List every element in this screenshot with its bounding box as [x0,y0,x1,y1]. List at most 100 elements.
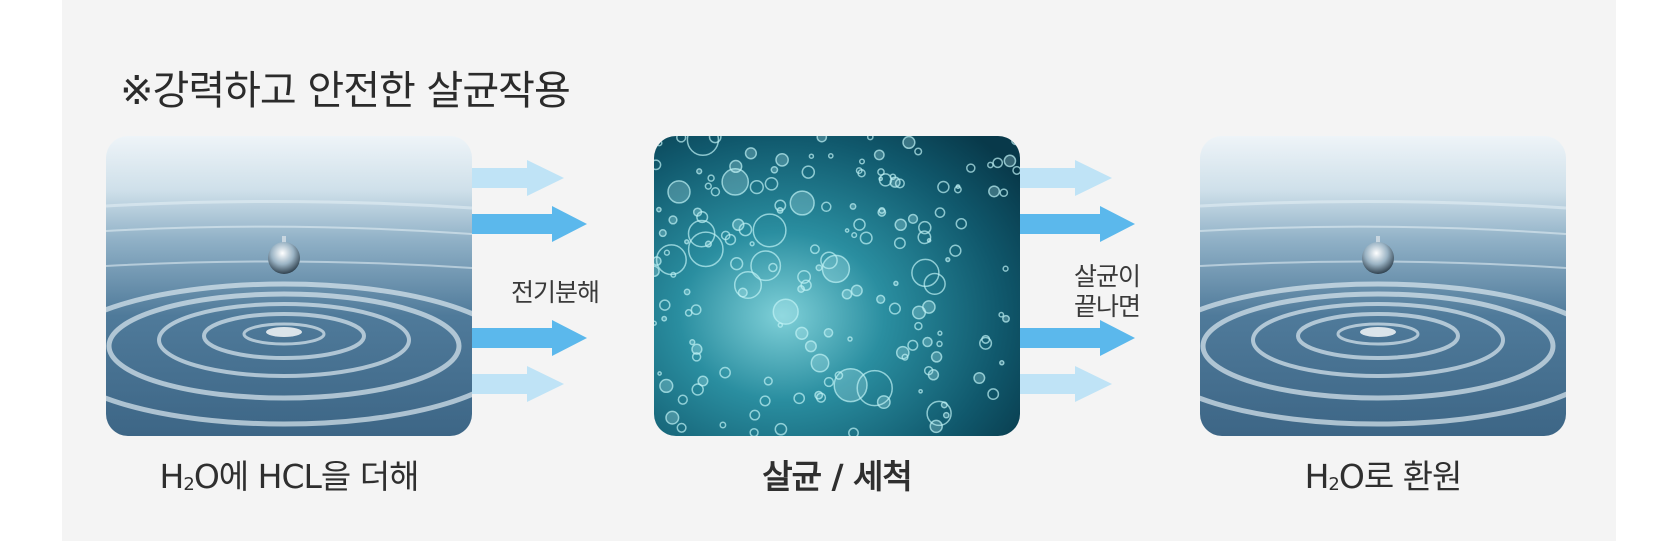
bubble-shape [775,153,789,167]
bubble-shape [719,421,727,429]
bubble-shape [749,241,755,247]
caption-text: H [159,457,185,496]
bubble-shape [988,185,1001,198]
arrow-group-after-sterilization [1020,136,1200,436]
bubble-shape [942,411,950,419]
transition-label-line: 끝나면 [1073,292,1141,321]
bubble-shape [877,168,885,176]
bubble-shape [749,409,761,421]
bubble-shape [849,202,857,210]
bubble-shape [697,375,709,387]
bubble-shape [774,199,787,212]
bubble-shape [764,176,779,191]
bubble-shape [719,366,731,379]
bubble-shape [851,232,858,239]
bubble-shape [667,180,691,204]
bubble-shape [732,218,745,232]
bubble-shape [979,336,993,350]
bubble-shape [708,136,722,144]
bubble-shape [992,157,1004,169]
bubble-shape [730,257,744,271]
bubble-shape [930,351,943,363]
bubble-shape [789,190,815,216]
bubble-shape [750,250,782,282]
bubble-shape [692,207,703,217]
bubble-shape [926,238,932,243]
bubble-shape [937,180,950,194]
bubble-shape [738,222,753,237]
bubble-shape [937,330,943,336]
transition-label-line: 살균이 [1073,262,1141,291]
bubble-shape [1002,265,1009,272]
bubble-shape [763,376,773,386]
transition-label-electrolysis: 전기분해 [510,278,600,307]
step-caption-sterilize: 살균 / 세척 [762,457,912,496]
bubble-shape [878,176,884,182]
bubble-shape [859,231,873,245]
bubble-shape [856,369,893,407]
bubble-shape [955,217,968,230]
bubble-shape [821,201,832,213]
bubble-shape [654,256,662,267]
bubble-shape [917,230,932,245]
step-caption-start: H2O에 HCL을 더해 [106,450,472,498]
bubble-shape [893,280,899,287]
arrow-icon [472,206,587,242]
bubble-shape [720,230,731,241]
bubble-shape [873,149,885,161]
bubble-shape [684,239,690,245]
bubble-shape [797,285,806,293]
bubble-shape [677,394,688,405]
bubble-shape [815,264,823,272]
bubble-shape [945,256,951,263]
bubble-shape [853,218,866,231]
bubble-shape [902,136,916,150]
bubble-shape [749,179,764,195]
bubble-shape [733,270,763,300]
water-droplet-image-end [1200,136,1566,436]
bubble-shape [808,153,815,159]
bubble-shape [823,327,834,338]
bubble-shape [911,258,940,288]
bubble-shape [795,326,809,340]
bubble-shape [926,400,952,427]
bubble-shape [676,422,687,433]
bubble-shape [809,244,820,255]
bubble-shape [696,168,703,175]
bubbles-image [654,136,1020,436]
bubble-shape [801,165,816,179]
bubble-shape [686,136,720,157]
bubble-shape [820,251,838,270]
bubble-shape [704,240,712,248]
bubble-shape [768,262,778,273]
bubble-shape [833,368,868,403]
bubble-shape [687,219,716,248]
bubble-shape [777,322,784,328]
bubble-shape [657,371,662,376]
bubble-shape [687,231,724,268]
bubble-shape [834,371,844,380]
bubble-shape [710,187,721,197]
bubble-shape [654,265,660,278]
bubble-shape [949,244,962,257]
arrow-group-electrolysis [472,136,652,436]
caption-subscript: 2 [1328,474,1339,495]
bubble-shape [1012,165,1020,175]
bubble-shape [841,288,853,300]
bubble-shape [998,311,1005,318]
bubble-shape [658,229,667,238]
bubble-shape [987,388,1000,401]
bubble-shape [810,353,830,373]
bubble-shape [889,176,901,188]
bubble-shape [847,336,853,342]
arrow-icon [1020,206,1135,242]
bubble-shape [691,352,702,362]
bubble-shape [893,237,906,250]
bubble-shape [907,339,919,351]
bubble-shape [704,182,712,190]
bubble-shape [670,271,677,278]
bubble-shape [821,254,851,284]
bubble-shape [770,165,779,174]
bubble-shape [774,422,788,436]
bubble-shape [966,163,976,173]
